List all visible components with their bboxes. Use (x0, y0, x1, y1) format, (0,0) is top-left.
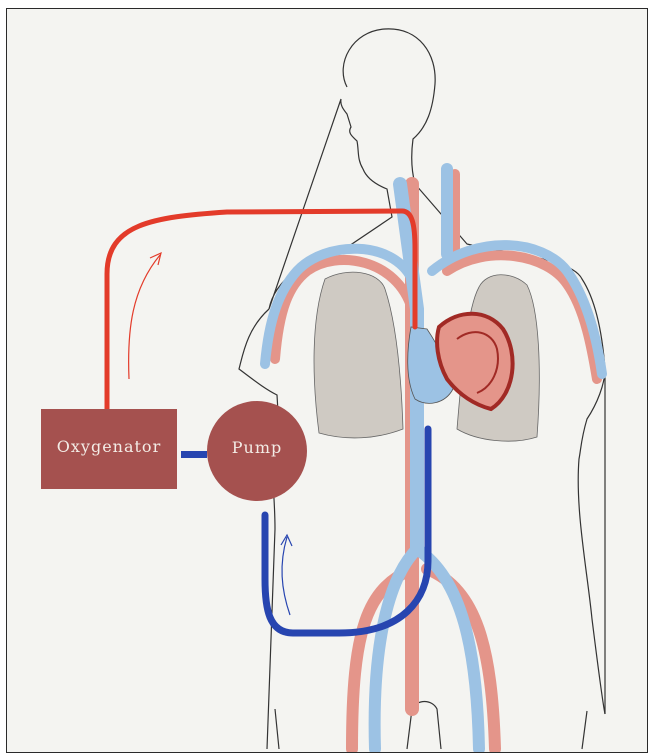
oxygenator-pump-connector (181, 451, 207, 458)
body-legs (275, 702, 587, 750)
circulation-diagram (7, 9, 648, 753)
body-right-side (578, 369, 605, 714)
veins (265, 169, 602, 749)
arterial-flow-arrowhead (150, 253, 161, 265)
pump-label: Pump (207, 438, 307, 457)
diagram-canvas: Oxygenator Pump (6, 8, 648, 753)
arterial-flow-arrow (129, 255, 160, 379)
left-lung (314, 272, 403, 438)
venous-flow-arrow (282, 537, 290, 615)
oxygenator-label: Oxygenator (41, 437, 177, 456)
